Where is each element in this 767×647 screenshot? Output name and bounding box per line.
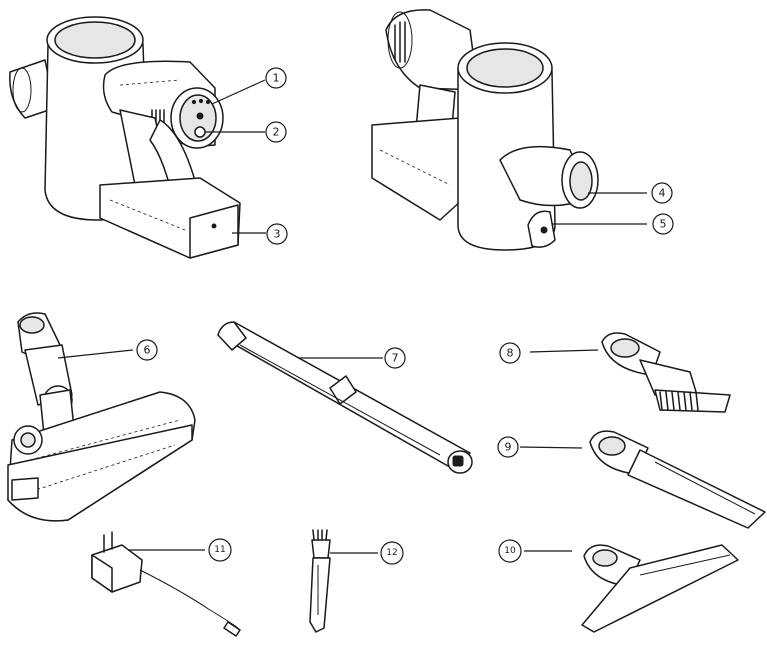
- callout-5-label: 5: [660, 218, 667, 231]
- callout-11-label: 11: [214, 545, 225, 555]
- floor-brush: [7, 312, 196, 522]
- callout-12: 12: [380, 541, 404, 565]
- callout-6-label: 6: [144, 344, 151, 357]
- callout-6: 6: [136, 339, 158, 361]
- callout-4: 4: [651, 182, 673, 204]
- crevice-tool: [589, 430, 766, 529]
- callout-7: 7: [384, 347, 406, 369]
- callout-10-label: 10: [504, 546, 516, 556]
- callout-3-label: 3: [274, 228, 281, 241]
- callout-9-label: 9: [505, 441, 512, 454]
- callout-12-label: 12: [386, 548, 397, 558]
- callout-9: 9: [497, 436, 519, 458]
- main-unit-rear: [371, 9, 599, 251]
- callout-2: 2: [265, 121, 287, 143]
- cleaning-brush: [309, 529, 331, 633]
- callout-3: 3: [266, 223, 288, 245]
- wide-tool: [581, 544, 739, 633]
- extension-tube: [217, 321, 473, 474]
- main-unit-front: [9, 16, 241, 259]
- brush-tool: [601, 332, 731, 413]
- callout-8: 8: [499, 342, 521, 364]
- callout-8-label: 8: [507, 347, 514, 360]
- charger: [91, 531, 241, 637]
- callout-1-label: 1: [273, 72, 280, 85]
- callout-1: 1: [265, 67, 287, 89]
- callout-4-label: 4: [659, 187, 666, 200]
- leader-lines: [57, 79, 647, 554]
- callout-2-label: 2: [273, 126, 280, 139]
- callout-11: 11: [208, 538, 232, 562]
- callout-7-label: 7: [392, 352, 399, 365]
- callout-10: 10: [498, 539, 522, 563]
- callout-5: 5: [652, 213, 674, 235]
